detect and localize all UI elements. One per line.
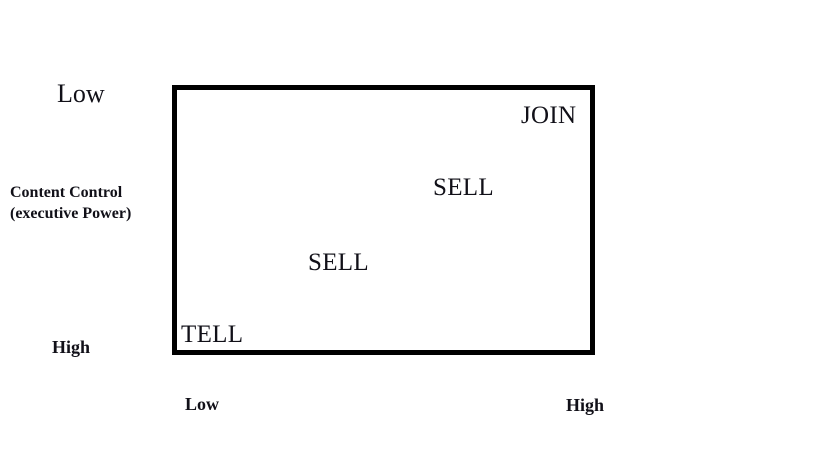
y-axis-high-label: High xyxy=(52,337,91,357)
cell-label-sell-lower: SELL xyxy=(308,249,369,276)
y-axis-title-line-2: (executive Power) xyxy=(10,204,132,222)
x-axis-high-label: High xyxy=(566,395,605,415)
x-axis-low-label: Low xyxy=(185,394,220,414)
y-axis-low-label: Low xyxy=(57,79,105,108)
y-axis-title-line-1: Content Control xyxy=(10,184,123,201)
matrix-box xyxy=(172,85,595,355)
y-axis-title: Content Control (executive Power) xyxy=(10,183,131,225)
cell-label-join: JOIN xyxy=(521,102,577,129)
cell-label-tell: TELL xyxy=(181,321,244,348)
cell-label-sell-upper: SELL xyxy=(433,174,494,201)
